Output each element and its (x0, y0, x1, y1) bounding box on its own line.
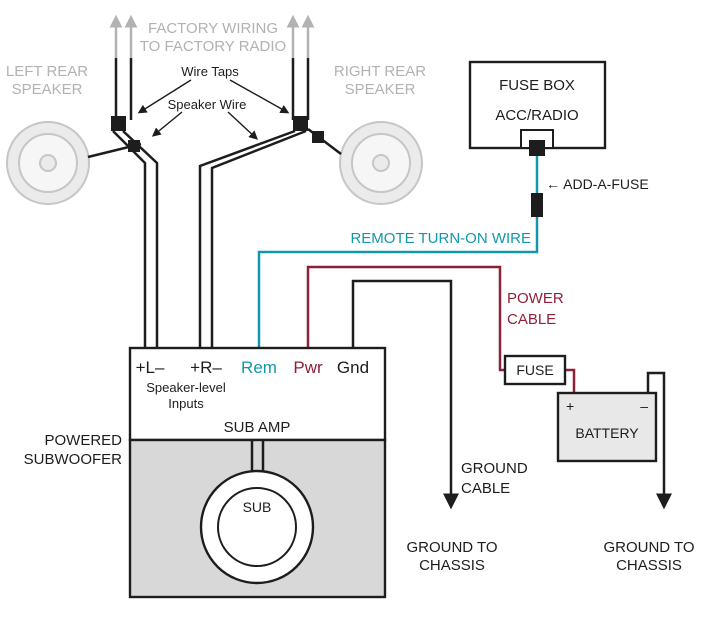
battery-minus-terminal: – (640, 398, 648, 414)
ground-cable-label-line1: GROUND (461, 460, 528, 477)
left-rear-speaker-label-line1: LEFT REAR (6, 63, 88, 80)
speaker-wire-left-1 (112, 130, 147, 348)
left-rear-speaker-icon (6, 121, 90, 205)
amp-terminal-right: +R– (190, 358, 222, 377)
battery-plus-terminal: + (566, 398, 574, 414)
inline-fuse-label: FUSE (516, 362, 553, 378)
factory-wiring-label-line1: FACTORY WIRING (148, 20, 278, 37)
right-rear-speaker-icon (339, 121, 423, 205)
power-cable-wire (306, 265, 505, 372)
powered-subwoofer-label-line2: SUBWOOFER (24, 451, 123, 468)
factory-wiring-label-line2: TO FACTORY RADIO (140, 38, 286, 55)
amp-terminal-pwr: Pwr (293, 358, 323, 377)
powered-subwoofer-label-line1: POWERED (44, 432, 122, 449)
fuse-box-title: FUSE BOX (499, 77, 575, 94)
speaker-wire-right-2 (210, 129, 307, 348)
wire-taps-label: Wire Taps (181, 64, 239, 79)
power-cable-wire-2 (565, 368, 576, 393)
wire-tap-right (293, 116, 308, 131)
battery-ground-wire (646, 371, 672, 510)
right-rear-speaker-label-line1: RIGHT REAR (334, 63, 426, 80)
inline-fuse-box (503, 354, 567, 386)
acc-radio-tap (529, 140, 545, 156)
amp-box (128, 346, 387, 442)
ground-chassis-left-label-line2: CHASSIS (419, 557, 485, 574)
sub-label: SUB (243, 499, 272, 515)
wire-taps-arrow-right (229, 79, 290, 114)
amp-terminal-rem: Rem (241, 358, 277, 377)
ground-cable-label-line2: CABLE (461, 480, 510, 497)
sub-amp-label: SUB AMP (224, 419, 291, 436)
remote-turn-on-label: REMOTE TURN-ON WIRE (350, 230, 531, 247)
amp-terminal-gnd: Gnd (337, 358, 369, 377)
add-a-fuse-label: ← ADD-A-FUSE (546, 176, 649, 192)
speaker-wire-left-2 (122, 130, 159, 348)
speaker-wire-label: Speaker Wire (168, 97, 247, 112)
battery-label: BATTERY (575, 425, 639, 441)
left-rear-speaker-label-line2: SPEAKER (12, 81, 83, 98)
ground-chassis-right-label-line1: GROUND TO (603, 539, 694, 556)
ground-cable-wire (351, 279, 459, 510)
speaker-wire-right-1 (198, 129, 296, 348)
battery-box (556, 391, 658, 463)
amp-terminal-left: +L– (136, 358, 165, 377)
speaker-connector-right (312, 131, 324, 143)
speaker-wire-arrow-right (227, 111, 258, 140)
right-speaker-center (372, 154, 390, 172)
wire-tap-left (111, 116, 126, 131)
add-a-fuse-holder (531, 193, 543, 217)
acc-radio-label: ACC/RADIO (495, 107, 578, 124)
power-cable-label-line2: CABLE (507, 311, 556, 328)
power-cable-label-line1: POWER (507, 290, 564, 307)
speaker-level-inputs-label-line2: Inputs (168, 396, 204, 411)
ground-chassis-left-label-line1: GROUND TO (406, 539, 497, 556)
ground-chassis-right-label-line2: CHASSIS (616, 557, 682, 574)
speaker-wire-arrow-left (151, 111, 183, 137)
left-speaker-center (39, 154, 57, 172)
speaker-connector-left (128, 140, 140, 152)
wire-taps-arrow-left (137, 79, 192, 114)
sub-cone-inner (217, 487, 297, 567)
speaker-level-inputs-label-line1: Speaker-level (146, 380, 226, 395)
right-rear-speaker-label-line2: SPEAKER (345, 81, 416, 98)
